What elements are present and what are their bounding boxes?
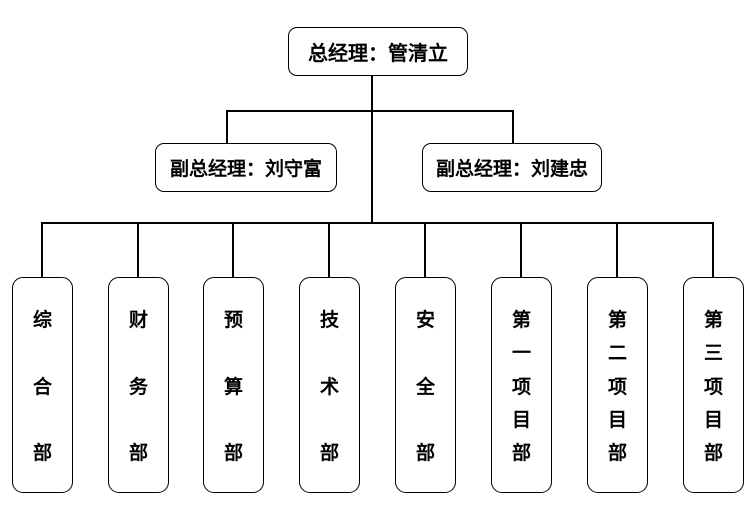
dept-label-char: 一 [511, 343, 531, 365]
dept-label-char: 第 [703, 310, 723, 331]
node-dept-project-3: 第三项目部 [683, 277, 744, 493]
connector-dept-drop [41, 222, 43, 278]
dept-label-char: 三 [703, 343, 723, 365]
connector-dept-drop [424, 222, 426, 278]
dept-label-char: 部 [319, 443, 339, 464]
dept-label-char: 第 [607, 310, 627, 331]
dept-label-char: 务 [128, 376, 148, 398]
node-dept-project-2: 第二项目部 [587, 277, 648, 493]
dept-label-char: 部 [32, 443, 52, 464]
dept-label-char: 项 [511, 376, 531, 398]
node-dept-yusuan: 预算部 [203, 277, 264, 493]
dept-label-char: 目 [607, 409, 627, 431]
connector-level2-horizontal [41, 222, 714, 224]
dept-label-char: 财 [128, 310, 148, 331]
connector-dept-drop [520, 222, 522, 278]
node-dept-zonghe: 综合部 [12, 277, 73, 493]
node-dept-anquan: 安全部 [395, 277, 456, 493]
dept-label-char: 预 [223, 310, 243, 331]
dept-label-char: 部 [607, 443, 627, 464]
connector-dept-drop [232, 222, 234, 278]
node-dept-project-1: 第一项目部 [491, 277, 552, 493]
connector-root-vertical [371, 75, 373, 223]
node-dept-caiwu: 财务部 [108, 277, 169, 493]
dept-label-char: 目 [511, 409, 531, 431]
dept-label-char: 部 [223, 443, 243, 464]
deputy-manager-2-label: 副总经理：刘建忠 [435, 159, 588, 180]
dept-label-char: 部 [703, 443, 723, 464]
node-deputy-manager-1: 副总经理：刘守富 [155, 143, 337, 192]
dept-label-char: 部 [511, 443, 531, 464]
connector-deputy-left-drop [226, 110, 228, 144]
deputy-manager-1-label: 副总经理：刘守富 [169, 159, 322, 180]
connector-level1-horizontal [226, 110, 514, 112]
dept-label-char: 全 [415, 376, 435, 398]
node-general-manager: 总经理：管清立 [288, 27, 468, 76]
dept-label-char: 项 [607, 376, 627, 398]
dept-label-char: 目 [703, 409, 723, 431]
dept-label-char: 术 [319, 376, 339, 398]
dept-label-char: 算 [223, 376, 243, 398]
dept-label-char: 二 [607, 343, 627, 365]
dept-label-char: 部 [128, 443, 148, 464]
node-deputy-manager-2: 副总经理：刘建忠 [422, 143, 602, 192]
dept-label-char: 合 [32, 376, 52, 398]
connector-dept-drop [616, 222, 618, 278]
connector-deputy-right-drop [512, 110, 514, 144]
connector-dept-drop [712, 222, 714, 278]
dept-label-char: 部 [415, 443, 435, 464]
dept-label-char: 第 [511, 310, 531, 331]
dept-label-char: 技 [319, 310, 339, 331]
dept-label-char: 项 [703, 376, 723, 398]
node-dept-jishu: 技术部 [299, 277, 360, 493]
connector-dept-drop [328, 222, 330, 278]
dept-label-char: 安 [415, 310, 435, 331]
connector-dept-drop [137, 222, 139, 278]
dept-label-char: 综 [32, 310, 52, 331]
general-manager-label: 总经理：管清立 [308, 43, 448, 65]
